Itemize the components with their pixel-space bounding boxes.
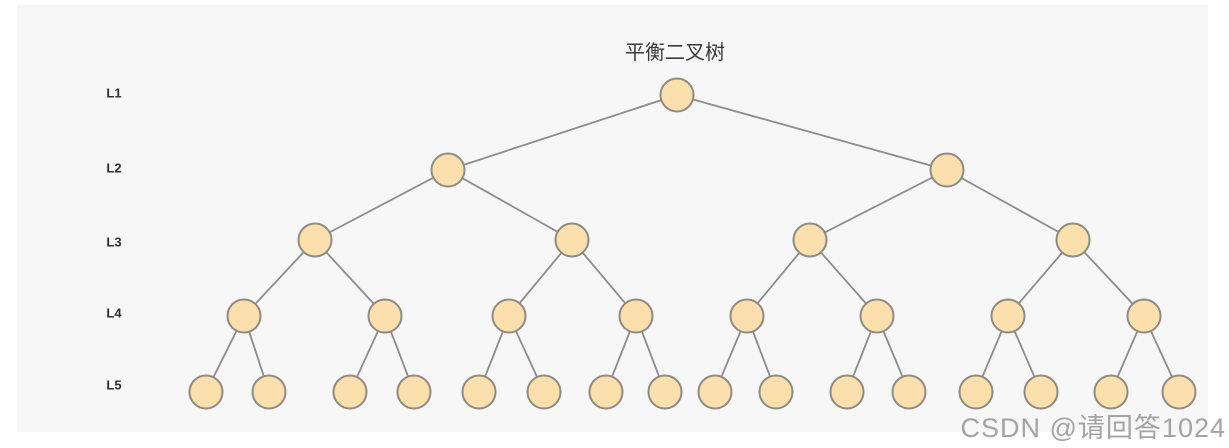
tree-node-l2-2 xyxy=(929,152,965,188)
tree-node-l4-7 xyxy=(990,298,1026,334)
tree-node-l5-8 xyxy=(647,374,683,410)
tree-node-l3-3 xyxy=(792,222,828,258)
tree-node-l5-6 xyxy=(526,374,562,410)
tree-edge xyxy=(314,169,449,241)
level-label-l3: L3 xyxy=(106,234,122,250)
level-label-l5: L5 xyxy=(106,377,122,393)
tree-edge xyxy=(447,94,678,171)
tree-node-l1-1 xyxy=(659,77,695,113)
tree-node-l5-5 xyxy=(461,374,497,410)
tree-node-l4-2 xyxy=(367,298,403,334)
tree-node-l5-15 xyxy=(1093,374,1129,410)
tree-node-l4-8 xyxy=(1126,298,1162,334)
tree-node-l5-9 xyxy=(697,374,733,410)
tree-node-l5-1 xyxy=(188,374,224,410)
diagram-title: 平衡二叉树 xyxy=(625,42,725,64)
tree-node-l4-6 xyxy=(859,298,895,334)
tree-node-l4-1 xyxy=(226,298,262,334)
tree-node-l5-13 xyxy=(958,374,994,410)
diagram-panel xyxy=(17,5,1208,432)
tree-node-l3-1 xyxy=(297,222,333,258)
tree-node-l4-5 xyxy=(729,298,765,334)
tree-node-l4-3 xyxy=(491,298,527,334)
tree-edge xyxy=(946,169,1074,241)
tree-node-l4-4 xyxy=(618,298,654,334)
tree-node-l5-10 xyxy=(758,374,794,410)
tree-node-l5-4 xyxy=(396,374,432,410)
level-label-l1: L1 xyxy=(106,85,122,101)
watermark-text: CSDN @请回答1024 xyxy=(960,413,1226,443)
tree-node-l3-2 xyxy=(554,222,590,258)
level-label-l4: L4 xyxy=(106,305,122,321)
tree-node-l3-4 xyxy=(1055,222,1091,258)
tree-node-l5-14 xyxy=(1023,374,1059,410)
tree-node-l2-1 xyxy=(430,152,466,188)
tree-edge xyxy=(676,94,948,171)
tree-node-l5-16 xyxy=(1161,374,1197,410)
tree-edge xyxy=(447,169,573,241)
tree-node-l5-2 xyxy=(251,374,287,410)
level-label-l2: L2 xyxy=(106,160,122,176)
tree-edge xyxy=(809,169,948,241)
tree-node-l5-11 xyxy=(829,374,865,410)
tree-node-l5-7 xyxy=(588,374,624,410)
tree-node-l5-12 xyxy=(891,374,927,410)
tree-node-l5-3 xyxy=(332,374,368,410)
